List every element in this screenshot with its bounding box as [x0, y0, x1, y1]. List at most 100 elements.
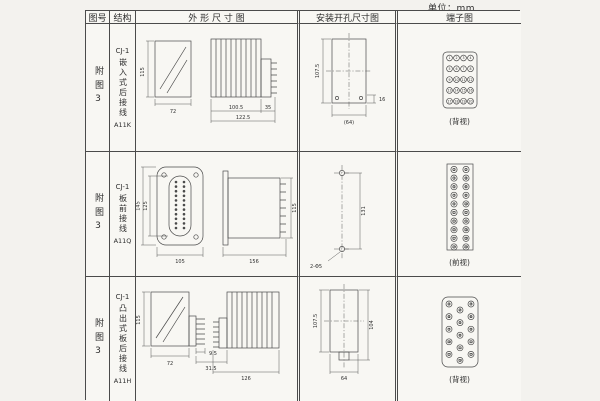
- svg-text:10: 10: [463, 202, 467, 206]
- svg-text:18: 18: [454, 99, 458, 103]
- svg-text:9: 9: [452, 202, 454, 206]
- dim-label: 122.5: [235, 115, 249, 121]
- install-drawing-a11k: 107.5 16 (64): [315, 32, 385, 126]
- dim-label: 107.5: [313, 314, 319, 328]
- svg-text:11: 11: [451, 210, 455, 214]
- svg-text:20: 20: [463, 245, 467, 249]
- install-drawing-a11q: 131 2-Φ5: [310, 165, 367, 270]
- terminal-view-label: (前视): [449, 257, 470, 267]
- svg-text:5: 5: [458, 320, 460, 324]
- svg-text:12: 12: [463, 210, 467, 214]
- svg-text:18: 18: [463, 236, 467, 240]
- dim-label: 105: [175, 259, 185, 265]
- structure-label: 凸出式板后接线: [118, 304, 128, 374]
- col-header-fig: 图号: [86, 11, 110, 24]
- structure-cell-row1: CJ-1 嵌入式后接线 A11K: [110, 24, 136, 152]
- terminal-view-label: (背视): [449, 374, 470, 384]
- svg-text:2: 2: [464, 167, 466, 171]
- svg-text:7: 7: [462, 67, 464, 71]
- svg-text:19: 19: [451, 245, 455, 249]
- install-cell-row1: 107.5 16 (64): [300, 24, 398, 152]
- svg-text:11: 11: [457, 346, 461, 350]
- dim-label: 115: [140, 67, 146, 77]
- svg-text:2: 2: [455, 56, 457, 60]
- outline-drawing-a11k: 115 72 100.5 35 122.5: [140, 38, 277, 123]
- svg-text:8: 8: [458, 333, 460, 337]
- svg-text:4: 4: [464, 176, 466, 180]
- outline-drawing-a11q: 145 125 105 156 115: [136, 166, 298, 265]
- svg-text:5: 5: [452, 184, 454, 188]
- structure-cell-row2: CJ-1 板前接线 A11Q: [110, 152, 136, 277]
- dim-label: 131: [361, 206, 367, 216]
- unit-label: 单位：mm: [428, 4, 476, 14]
- dim-label: 31.5: [205, 366, 216, 372]
- svg-text:16: 16: [468, 89, 472, 93]
- fig-number-row1: 附图3: [86, 24, 110, 152]
- dimension-lines: [327, 172, 362, 262]
- dim-label: 72: [166, 361, 172, 367]
- dim-label: 115: [136, 315, 142, 325]
- type-code: A11Q: [113, 237, 132, 245]
- structure-label: 板前接线: [118, 194, 128, 234]
- install-cell-row3: 107.5 104 64: [300, 277, 398, 401]
- svg-text:9: 9: [469, 327, 471, 331]
- dim-label: 2-Φ5: [310, 264, 322, 270]
- dimension-lines: [140, 166, 293, 257]
- svg-text:12: 12: [468, 340, 472, 344]
- outline-drawing-a11h: 115 72 9.5 31.5 126: [136, 291, 279, 382]
- svg-text:15: 15: [451, 227, 455, 231]
- svg-text:3: 3: [469, 302, 471, 306]
- model-label: CJ-1: [115, 293, 130, 301]
- svg-text:4: 4: [469, 56, 471, 60]
- svg-text:16: 16: [463, 227, 467, 231]
- dim-label: 100.5: [228, 105, 242, 111]
- dim-label: 115: [292, 203, 298, 213]
- dim-label: (64): [343, 120, 353, 126]
- svg-text:1: 1: [447, 302, 449, 306]
- dim-label: 35: [264, 105, 270, 111]
- svg-text:14: 14: [463, 219, 467, 223]
- dim-label: 145: [136, 201, 141, 211]
- dimension-lines: [318, 289, 370, 374]
- dim-label: 72: [169, 109, 175, 115]
- svg-text:8: 8: [469, 67, 471, 71]
- col-header-install: 安装开孔尺寸图: [300, 11, 398, 24]
- fig-number-row3: 附图3: [86, 277, 110, 401]
- structure-cell-row3: CJ-1 凸出式板后接线 A11H: [110, 277, 136, 401]
- svg-text:10: 10: [454, 78, 458, 82]
- dimension-lines: [320, 38, 376, 117]
- type-code: A11K: [114, 120, 131, 129]
- install-cell-row2: 131 2-Φ5: [300, 152, 398, 277]
- svg-text:1: 1: [448, 56, 450, 60]
- outline-cell-row2: 145 125 105 156 115: [136, 152, 300, 277]
- dim-label: 16: [379, 97, 385, 103]
- svg-text:17: 17: [447, 99, 451, 103]
- svg-text:5: 5: [448, 67, 450, 71]
- terminal-view-label: (背视): [449, 117, 470, 126]
- svg-text:3: 3: [452, 176, 454, 180]
- svg-text:3: 3: [462, 56, 464, 60]
- svg-text:11: 11: [461, 78, 465, 82]
- svg-text:8: 8: [464, 193, 466, 197]
- side-view: [222, 170, 286, 246]
- structure-label: 嵌入式后接线: [118, 57, 128, 118]
- svg-text:19: 19: [461, 99, 465, 103]
- svg-text:15: 15: [468, 352, 472, 356]
- dim-label: 104: [369, 320, 375, 330]
- svg-text:7: 7: [447, 327, 449, 331]
- outline-cell-row1: 115 72 100.5 35 122.5: [136, 24, 300, 152]
- svg-text:13: 13: [451, 219, 455, 223]
- svg-text:1: 1: [452, 167, 454, 171]
- front-view: [154, 40, 191, 97]
- dim-label: 107.5: [315, 63, 321, 77]
- dimension-lines: [141, 291, 279, 374]
- svg-text:20: 20: [468, 99, 472, 103]
- install-drawing-a11h: 107.5 104 64: [313, 284, 375, 382]
- fig-number-row2: 附图3: [86, 152, 110, 277]
